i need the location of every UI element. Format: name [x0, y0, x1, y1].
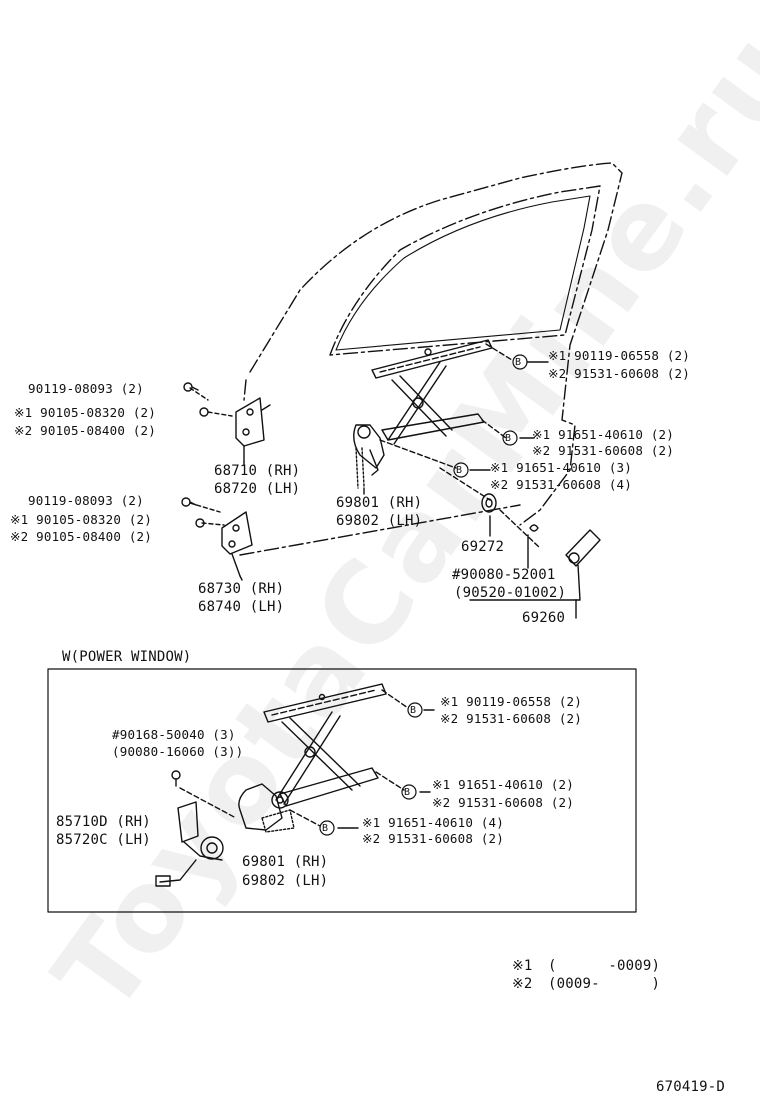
- b-label: ※1 91651-40610 (3): [490, 460, 633, 475]
- pin-part-number-alt: (90520-01002): [454, 585, 567, 601]
- handle-part-number: 69260: [522, 610, 566, 626]
- bolt-label: ※1 90105-08320 (2): [10, 512, 153, 527]
- bolt-icons: [181, 382, 209, 528]
- window-motor: [155, 770, 224, 887]
- cushion: [481, 493, 497, 513]
- pin-part-number: #90080-52001: [452, 567, 556, 583]
- power-window-title: W(POWER WINDOW): [62, 649, 192, 665]
- upper-leaders: [379, 343, 541, 549]
- screw-label: (90080-16060 (3)): [112, 744, 244, 759]
- glass-run: [335, 195, 591, 351]
- b-symbol: B: [410, 705, 417, 716]
- motor-part-number: 85720C (LH): [56, 832, 151, 848]
- screw-label: #90168-50040 (3): [112, 727, 236, 742]
- b-circle-upper: [453, 354, 528, 478]
- b-label: ※1 91651-40610 (2): [432, 777, 575, 792]
- hinge-part-number: 68730 (RH): [198, 581, 285, 597]
- pw-leaders: [179, 689, 409, 827]
- bolt-label: ※2 90105-08400 (2): [10, 529, 153, 544]
- hinge-part-number: 68740 (LH): [198, 599, 285, 615]
- b-symbol: B: [404, 787, 411, 798]
- b-label: ※2 91531-60608 (2): [440, 711, 583, 726]
- bolt-label: ※1 90105-08320 (2): [14, 405, 157, 420]
- b-circle-pw: [319, 702, 423, 836]
- b-label: ※1 91651-40610 (4): [362, 815, 505, 830]
- pw-ref-lines: [337, 709, 435, 829]
- regulator-part-number: 69802 (LH): [242, 873, 329, 889]
- power-window-frame: [47, 668, 637, 913]
- b-symbol: B: [505, 433, 512, 444]
- b-symbol: B: [515, 357, 522, 368]
- hinge-part-number: 68710 (RH): [214, 463, 301, 479]
- lower-hinge: [189, 502, 253, 577]
- bolt-label: 90119-08093 (2): [28, 493, 144, 508]
- b-label: ※1 90119-06558 (2): [440, 694, 583, 709]
- b-label: ※2 91531-60608 (2): [362, 831, 505, 846]
- upper-ref-lines: [239, 361, 549, 581]
- bolt-label: ※2 90105-08400 (2): [14, 423, 157, 438]
- regulator-part-number: 69802 (LH): [336, 513, 423, 529]
- motor-part-number: 85710D (RH): [56, 814, 151, 830]
- legend-note-1-range: ( -0009): [548, 958, 661, 974]
- bolt-label: 90119-08093 (2): [28, 381, 144, 396]
- legend-note-2-range: (0009- ): [548, 976, 661, 992]
- manual-regulator: [353, 339, 493, 489]
- regulator-part-number: 69801 (RH): [242, 854, 329, 870]
- legend-note-1-mark: ※1: [512, 958, 533, 974]
- regulator-part-number: 69801 (RH): [336, 495, 423, 511]
- diagram-code: 670419-D: [656, 1079, 726, 1095]
- b-label: ※2 91531-60608 (4): [490, 477, 633, 492]
- power-regulator: [238, 683, 387, 833]
- b-label: ※1 91651-40610 (2): [532, 427, 675, 442]
- b-label: ※2 91531-60608 (2): [532, 443, 675, 458]
- b-label: ※2 91531-60608 (2): [432, 795, 575, 810]
- b-label: ※1 90119-06558 (2): [548, 348, 691, 363]
- b-symbol: B: [322, 823, 329, 834]
- door-outline: [239, 162, 623, 556]
- upper-hinge: [189, 387, 271, 463]
- b-label: ※2 91531-60608 (2): [548, 366, 691, 381]
- handle-parts: [469, 524, 601, 619]
- hinge-part-number: 68720 (LH): [214, 481, 301, 497]
- cushion-part-number: 69272: [461, 539, 505, 555]
- legend-note-2-mark: ※2: [512, 976, 533, 992]
- b-symbol: B: [456, 465, 463, 476]
